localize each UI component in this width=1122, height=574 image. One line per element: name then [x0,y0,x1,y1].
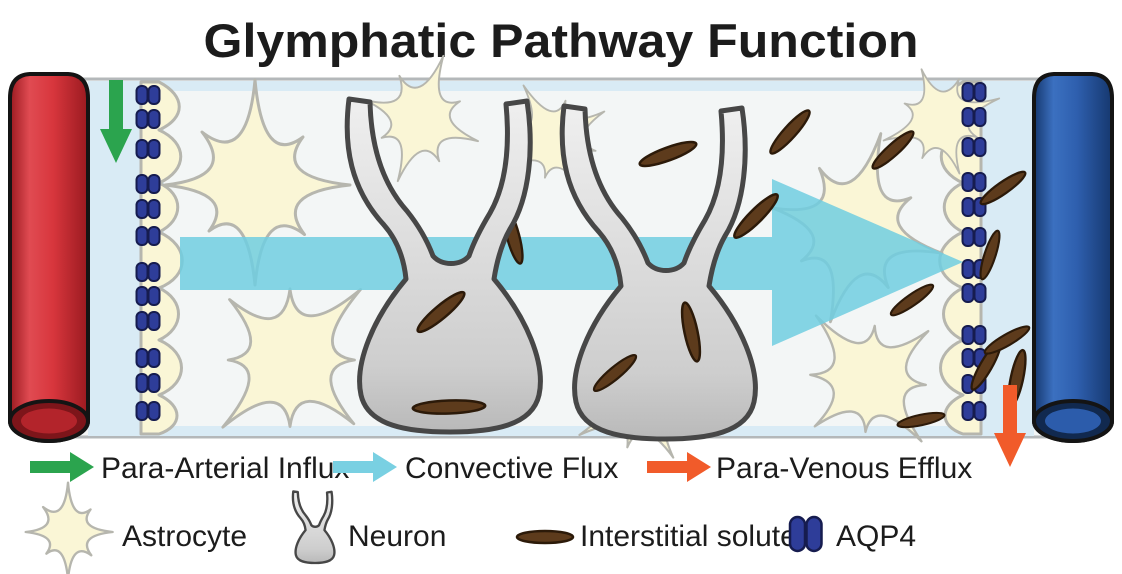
legend-label-aqp4: AQP4 [836,520,916,553]
legend-flux-row: Para-Arterial Influx Convective Flux Par… [30,452,972,485]
legend-label-neuron: Neuron [348,520,446,553]
neuron-icon [292,491,335,564]
orange-right-arrow-icon [647,452,711,482]
artery-body [8,72,90,443]
page-title: Glymphatic Pathway Function [204,14,919,67]
artery [8,72,90,443]
csf-strip-bottom [88,426,1034,436]
legend-label-para-arterial-influx: Para-Arterial Influx [101,452,349,485]
csf-strip-top [88,81,1034,91]
green-right-arrow-icon [30,452,94,482]
legend-label-para-venous-efflux: Para-Venous Efflux [716,452,972,485]
vein [1032,72,1114,443]
legend-label-convective-flux: Convective Flux [405,452,618,485]
para-arterial-influx-arrow [100,80,132,163]
legend-label-astrocyte: Astrocyte [122,520,247,553]
convective-flux-arrow [180,179,963,346]
legend-structure-row: Astrocyte Neuron Interstitial solute AQP… [25,482,916,574]
astrocyte-icon [25,482,113,574]
interstitial-solute-icon [515,529,575,545]
aqp4-channel-icon [788,515,823,553]
para-venous-efflux-arrow [994,385,1026,467]
legend-label-interstitial-solute: Interstitial solute [580,520,797,553]
vein-body [1032,72,1114,443]
artery-lumen [21,408,77,434]
vein-lumen [1045,408,1101,434]
